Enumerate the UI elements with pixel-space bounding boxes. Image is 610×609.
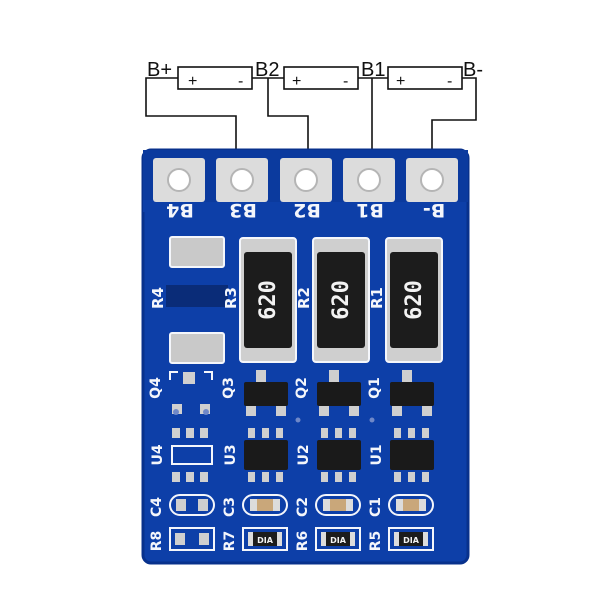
resistor-r2: 620 R2 — [295, 237, 370, 363]
resistor-body — [244, 252, 292, 348]
label-b2: B2 — [255, 59, 279, 81]
label-b1: B1 — [361, 59, 385, 81]
cell2-minus: - — [343, 73, 348, 90]
resistor-code: 620 — [329, 280, 354, 320]
silk-r5: R5 — [368, 531, 384, 552]
resistor-body — [317, 252, 365, 348]
resistor-code: 620 — [256, 280, 281, 320]
ic-u3 — [244, 428, 288, 482]
silk-q3: Q3 — [221, 377, 237, 399]
silk-u4: U4 — [150, 444, 166, 465]
pad-hole — [230, 168, 254, 192]
silk-bminus: B- — [423, 199, 445, 221]
mosfet-q1 — [390, 370, 434, 416]
vias — [173, 409, 375, 423]
silk-q2: Q2 — [294, 377, 310, 399]
silk-c3: C3 — [222, 497, 238, 517]
silk-r8: R8 — [149, 531, 165, 552]
wire-bminus — [431, 77, 477, 165]
cell3-minus: - — [447, 73, 452, 90]
resistor-code: 620 — [402, 280, 427, 320]
u4-footprint — [171, 428, 213, 482]
label-bminus: B- — [463, 59, 483, 81]
silk-u3: U3 — [223, 444, 239, 465]
resistor-r6: DIA — [315, 527, 361, 551]
dia-label: DIA — [330, 536, 347, 545]
silk-c4: C4 — [149, 497, 165, 517]
silk-r1: R1 — [368, 287, 386, 309]
resistor-r7: DIA — [242, 527, 288, 551]
silk-r6: R6 — [295, 531, 311, 552]
silk-c2: C2 — [295, 497, 311, 517]
r4-body-outline — [166, 285, 228, 307]
cap-c2 — [315, 494, 361, 516]
cell1-minus: - — [238, 73, 243, 90]
terminal-pads — [153, 158, 458, 202]
silk-b1: B1 — [356, 199, 384, 221]
silk-c1: C1 — [368, 497, 384, 517]
cell1-plus: + — [188, 73, 197, 90]
r4-pad-bottom — [169, 332, 225, 364]
pad-hole — [294, 168, 318, 192]
cap-c1 — [388, 494, 434, 516]
pad-hole — [167, 168, 191, 192]
r4-footprint: R4 — [149, 236, 228, 364]
pad-hole — [357, 168, 381, 192]
pcb-board: B4 B3 B2 B1 B- R4 620 R3 620 R2 — [141, 148, 470, 565]
dia-label: DIA — [403, 536, 420, 545]
cap-c3 — [242, 494, 288, 516]
silk-r7: R7 — [222, 531, 238, 552]
silk-u1: U1 — [369, 444, 385, 465]
cell3-plus: + — [396, 73, 405, 90]
resistor-body — [390, 252, 438, 348]
r8-footprint — [169, 527, 215, 551]
board-edge-trace — [143, 200, 200, 212]
label-bplus: B+ — [147, 59, 172, 81]
dia-label: DIA — [257, 536, 274, 545]
cap-c4-footprint — [169, 494, 215, 516]
wiring-diagram — [145, 66, 477, 165]
cell2-plus: + — [292, 73, 301, 90]
wire-bplus — [145, 77, 237, 165]
mosfet-q2 — [317, 370, 361, 416]
pad-hole — [420, 168, 444, 192]
wire-b2 — [267, 78, 309, 165]
ic-u2 — [317, 428, 361, 482]
silk-b2: B2 — [293, 199, 321, 221]
q4-footprint — [169, 371, 213, 414]
silk-q4: Q4 — [148, 377, 164, 399]
silk-b3: B3 — [229, 199, 257, 221]
resistor-r5: DIA — [388, 527, 434, 551]
resistor-r1: 620 R1 — [368, 237, 443, 363]
silk-r4: R4 — [149, 287, 167, 309]
silk-r2: R2 — [295, 287, 313, 309]
ic-u1 — [390, 428, 434, 482]
silk-b4: B4 — [166, 199, 194, 221]
silk-u2: U2 — [296, 444, 312, 465]
silk-q1: Q1 — [367, 377, 383, 399]
pad-labels: B4 B3 B2 B1 B- — [166, 199, 445, 221]
resistor-r3: 620 R3 — [222, 237, 297, 363]
mosfet-q3 — [244, 370, 288, 416]
r4-pad-top — [169, 236, 225, 268]
silk-r3: R3 — [222, 287, 240, 309]
